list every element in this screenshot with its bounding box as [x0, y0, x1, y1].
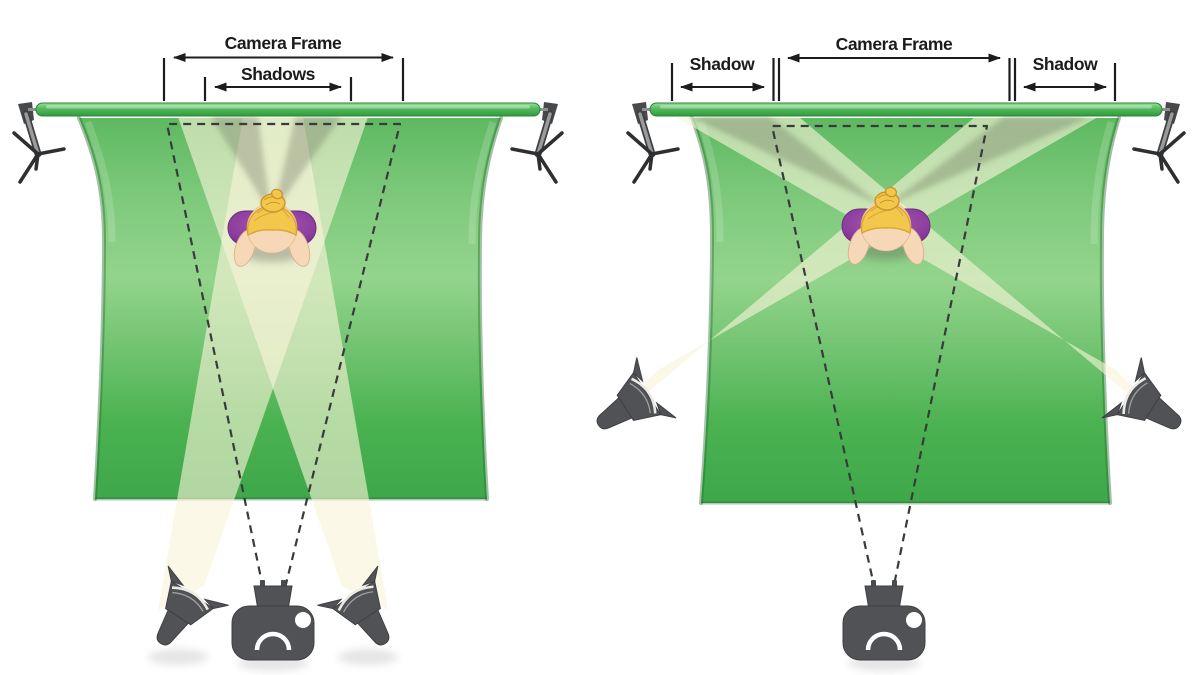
- camera-frame-label: Camera Frame: [225, 33, 342, 53]
- camera-frame-dashed-outline: [165, 122, 402, 589]
- camera-icon: [843, 580, 925, 660]
- subject-cast-shadow-left: [690, 117, 882, 206]
- shadow-right-label: Shadow: [1033, 54, 1098, 74]
- shadow-left-label: Shadow: [690, 54, 755, 74]
- camera-icon: [232, 580, 314, 660]
- camera-frame-label: Camera Frame: [836, 34, 953, 54]
- green-screen-backdrop: [690, 116, 1121, 505]
- backdrop-rod: [35, 102, 541, 117]
- light-floor-shadow: [148, 649, 208, 665]
- backdrop-rod-highlight: [46, 105, 530, 109]
- studio-light-icon-right: [316, 564, 417, 665]
- backdrop-rod-highlight: [660, 105, 1152, 109]
- right-diagram-shadows-outside-frame: Shadow Camera Frame Shadow: [577, 34, 1200, 671]
- light-floor-shadow: [338, 649, 398, 665]
- light-beam-from-right-light: [178, 117, 388, 610]
- studio-light-icon-left: [129, 564, 230, 665]
- right-dimension-annotations: Shadow Camera Frame Shadow: [670, 34, 1117, 101]
- shadows-label: Shadows: [241, 64, 316, 84]
- backdrop-rod: [649, 102, 1163, 117]
- left-diagram-shadows-inside-frame: Camera Frame Shadows: [14, 33, 562, 671]
- subject-cast-shadow-left: [211, 117, 271, 214]
- left-dimension-annotations: Camera Frame Shadows: [162, 33, 405, 101]
- subject-cast-shadow-right: [886, 117, 1090, 206]
- subject-cast-shadow-right: [273, 117, 341, 214]
- camera-frame-dashed-outline: [770, 124, 989, 591]
